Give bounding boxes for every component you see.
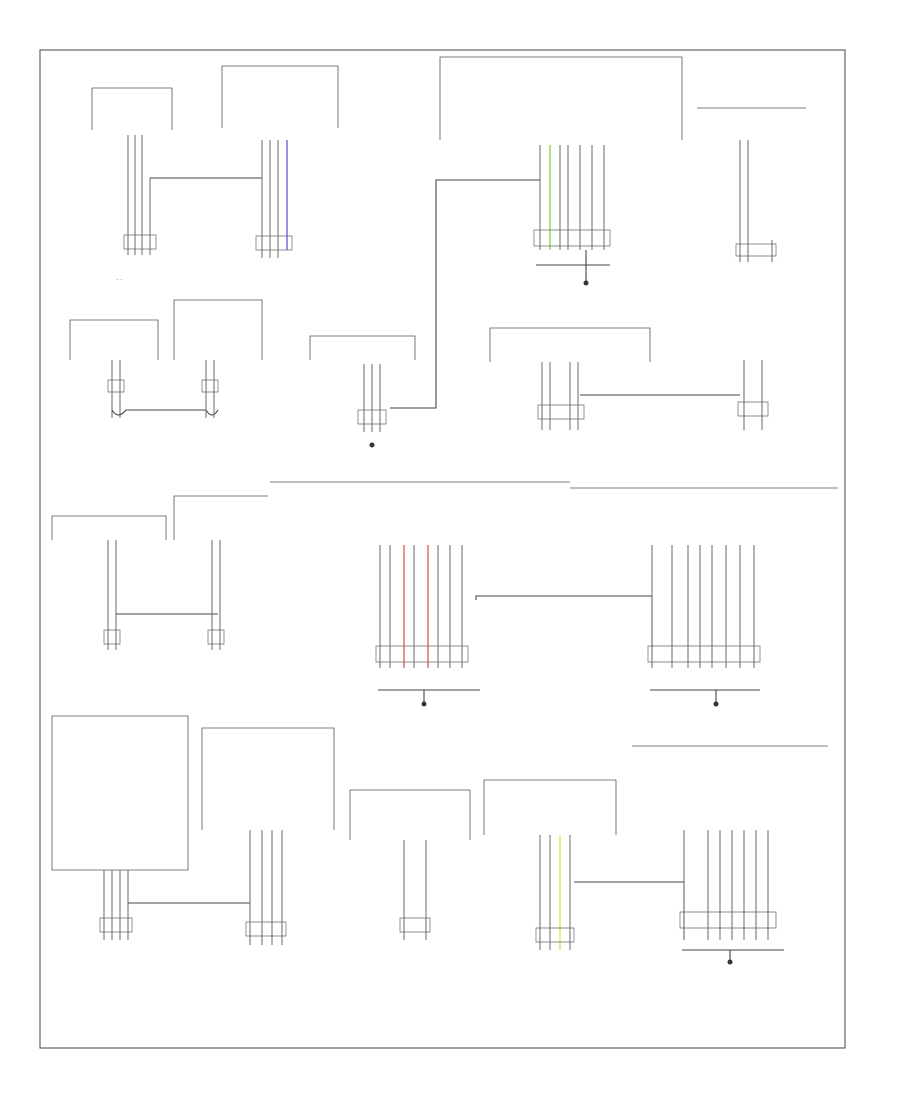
component-box-2 [221, 65, 339, 258]
component-box-12 [375, 545, 653, 707]
diagram-frame [39, 49, 846, 1049]
component-box-5 [69, 319, 219, 418]
component-box-11 [173, 495, 268, 650]
component-box-13 [647, 545, 761, 707]
component-box-6 [173, 299, 263, 418]
component-box-14 [51, 715, 250, 940]
component-box-7 [309, 335, 416, 448]
component-box-9 [737, 360, 769, 430]
svg-text:— —: — — [116, 277, 123, 281]
component-box-4 [697, 107, 806, 262]
component-box-16 [349, 789, 471, 940]
component-box-10 [51, 515, 218, 650]
component-box-8 [489, 327, 740, 430]
component-box-1: — — [91, 87, 262, 281]
component-box-17 [483, 779, 685, 950]
component-box-15 [201, 727, 335, 945]
component-box-3 [390, 56, 683, 409]
component-box-18 [632, 745, 828, 965]
